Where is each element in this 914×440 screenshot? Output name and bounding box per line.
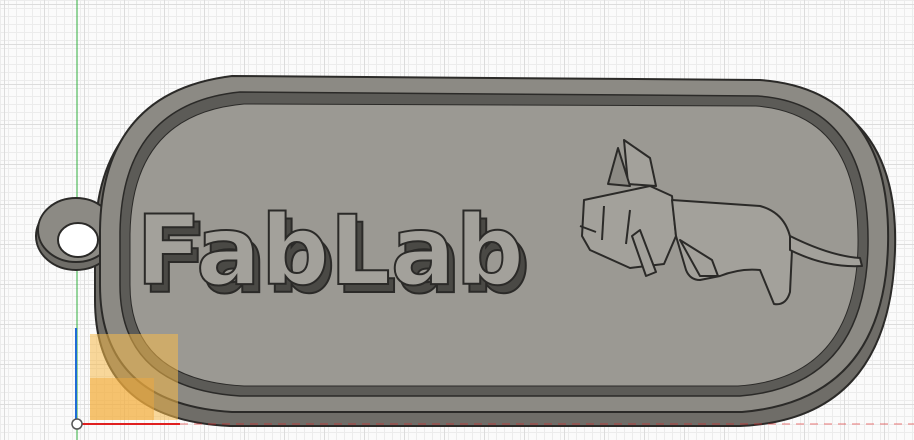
keychain-model[interactable]: FabLab FabLab bbox=[35, 74, 897, 427]
view-cube-face bbox=[90, 378, 154, 420]
ring-hole bbox=[57, 222, 99, 258]
embossed-text-shadow: FabLab bbox=[142, 203, 530, 315]
cat-icon bbox=[579, 139, 863, 306]
plate-face bbox=[129, 103, 859, 387]
origin-marker[interactable] bbox=[71, 418, 83, 430]
embossed-text: FabLab bbox=[136, 195, 524, 307]
view-cube-overlay[interactable] bbox=[90, 334, 178, 420]
